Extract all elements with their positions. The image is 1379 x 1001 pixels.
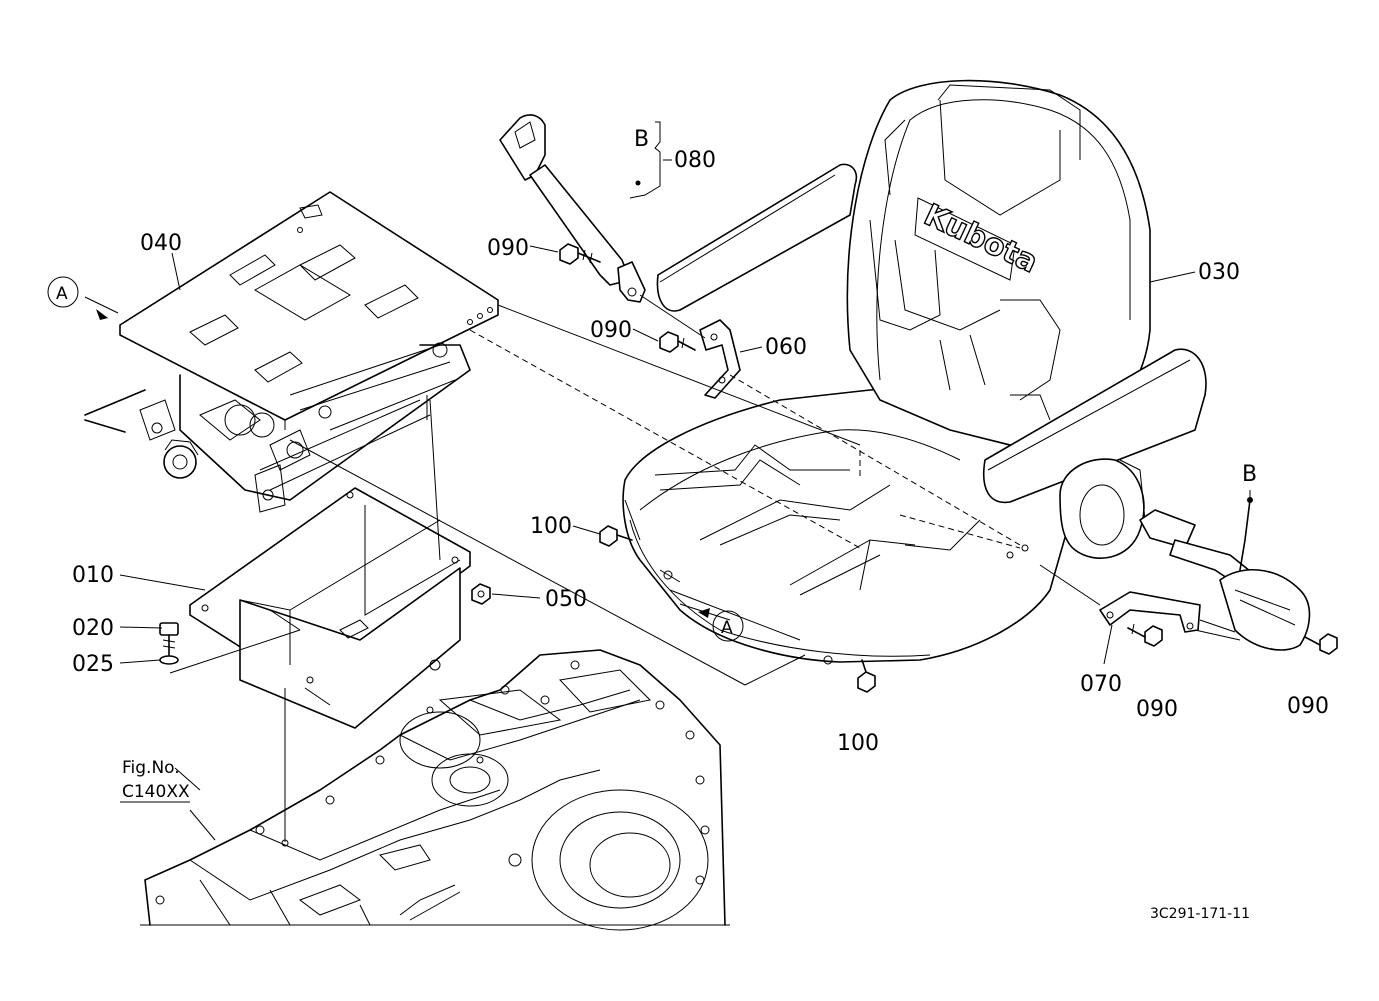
reference-marker-b-1: B (634, 127, 649, 152)
figure-reference-line1: Fig.No. (122, 758, 180, 778)
label-090-b: 090 (590, 318, 632, 343)
reference-marker-a-1: A (47, 276, 108, 320)
bolt-090-a (559, 243, 601, 265)
bolt-090-b (659, 331, 696, 353)
figure-reference: Fig.No. C140XX (120, 758, 190, 803)
bolt-090-d (1304, 633, 1338, 655)
washer-025 (159, 655, 179, 665)
reference-marker-a-2: A (698, 608, 744, 642)
svg-text:A: A (721, 618, 733, 638)
label-090-a: 090 (487, 236, 529, 261)
svg-text:A: A (56, 284, 68, 304)
label-060: 060 (765, 335, 807, 360)
bracket-070 (1099, 591, 1201, 633)
part-labels: 040 030 080 090 090 060 100 100 010 020 … (72, 148, 1329, 756)
label-100-a: 100 (530, 514, 572, 539)
label-090-d: 090 (1287, 694, 1329, 719)
seat-bracket-010 (189, 487, 471, 729)
bolt-100-b (857, 659, 876, 693)
label-070: 070 (1080, 672, 1122, 697)
leader-lines (84, 121, 1253, 842)
label-050: 050 (545, 587, 587, 612)
figure-reference-line2: C140XX (122, 782, 190, 802)
seat-belt-060 (639, 294, 741, 399)
label-010: 010 (72, 563, 114, 588)
label-080: 080 (674, 148, 716, 173)
reference-marker-b-2: B (1242, 462, 1257, 487)
label-090-c: 090 (1136, 697, 1178, 722)
seat-suspension-040 (84, 191, 499, 513)
transmission-case (140, 649, 730, 931)
label-020: 020 (72, 616, 114, 641)
bolt-020 (159, 622, 179, 656)
seat-030: Kubota (622, 79, 1207, 665)
seat-belt-buckle-080 (499, 114, 646, 303)
seat-belt-retractor (1139, 499, 1311, 651)
label-100-b: 100 (837, 731, 879, 756)
bolt-090-c (1127, 623, 1163, 647)
label-040: 040 (140, 231, 182, 256)
label-025: 025 (72, 652, 114, 677)
nut-050 (471, 583, 491, 605)
label-030: 030 (1198, 260, 1240, 285)
drawing-number: 3C291-171-11 (1150, 906, 1250, 922)
bolt-100-a (599, 525, 633, 547)
